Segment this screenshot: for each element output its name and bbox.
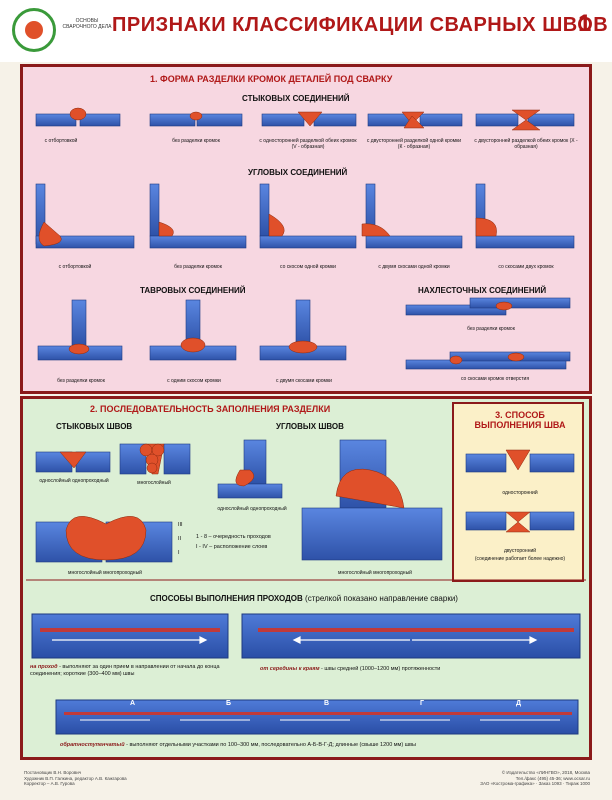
corner-caption: со скосом одной кромки	[280, 264, 336, 270]
corner-caption: со скосами двух кромок	[498, 264, 554, 270]
method-2: от середины к краям - швы средней (1000–…	[260, 666, 441, 672]
butt-joint-x	[475, 113, 575, 127]
pass-bars	[31, 613, 581, 735]
corner-joint-4	[365, 183, 463, 249]
corner-caption: без разделки кромок	[174, 264, 222, 270]
section-2-title: 2. ПОСЛЕДОВАТЕЛЬНОСТЬ ЗАПОЛНЕНИЯ РАЗДЕЛК…	[90, 404, 331, 414]
two-sided-caption: двусторонний	[503, 548, 537, 554]
s3-plates	[465, 453, 575, 531]
tee-heading: ТАВРОВЫХ СОЕДИНЕНИЙ	[140, 286, 246, 295]
section-3-title: 3. СПОСОБ ВЫПОЛНЕНИЯ ШВА	[474, 410, 566, 430]
section-label-d: Д	[516, 700, 521, 707]
logo-icon	[12, 8, 56, 52]
section-label-a: А	[130, 700, 136, 707]
tee-caption: с одним скосом кромки	[167, 378, 221, 384]
butt-caption: с отбортовкой	[44, 138, 78, 144]
multi-layer-beads	[139, 443, 165, 474]
section-3-panel	[452, 402, 584, 582]
butt-heading: СТЫКОВЫХ СОЕДИНЕНИЙ	[242, 94, 350, 103]
page-title: ПРИЗНАКИ КЛАССИФИКАЦИИ СВАРНЫХ ШВОВ	[112, 14, 609, 36]
corner-caption: с двумя скосами одной кромки	[378, 264, 450, 270]
s2-butt-heading: СТЫКОВЫХ ШВОВ	[56, 422, 133, 431]
lap-heading: НАХЛЕСТОЧНЫХ СОЕДИНЕНИЙ	[418, 286, 547, 295]
layer-label: III	[178, 522, 183, 528]
corner-joint-3	[259, 183, 357, 249]
legend-key: 1 - 8 – очередность проходов	[196, 534, 271, 540]
method-3: обратноступенчатый - выполняют отдельным…	[60, 742, 416, 748]
layer-label: I	[178, 550, 180, 556]
two-sided-note: (соединение работает более надежно)	[474, 556, 566, 562]
method-1: на проход - выполняют за один прием в на…	[30, 664, 220, 677]
s2-caption: многослойный многопроходный	[338, 570, 412, 576]
section-label-b: Б	[226, 700, 232, 707]
s2-caption: однослойный однопроходный	[217, 506, 287, 512]
corner-joint-2	[149, 183, 247, 249]
section-label-g: Г	[420, 700, 424, 707]
lap-caption: со скосами кромок отверстия	[460, 376, 530, 382]
direction-arrows	[52, 636, 538, 644]
weld-beads	[38, 107, 541, 561]
header	[0, 0, 612, 62]
corner-caption: с отбортовкой	[58, 264, 92, 270]
section-1-title: 1. ФОРМА РАЗДЕЛКИ КРОМОК ДЕТАЛЕЙ ПОД СВА…	[150, 74, 393, 84]
s2-caption: однослойный однопроходный	[39, 478, 109, 484]
corner-joint-5	[475, 183, 575, 249]
layer-label: II	[178, 536, 182, 542]
butt-joint-k	[367, 113, 463, 127]
lap-joint-2	[405, 351, 571, 370]
tee-caption: без разделки кромок	[57, 378, 105, 384]
section-label-v: В	[324, 700, 330, 707]
lap-caption: без разделки кромок	[467, 326, 515, 332]
butt-joint-v	[261, 113, 357, 127]
s2-corner-heading: УГЛОВЫХ ШВОВ	[276, 422, 344, 431]
s2-caption: многослойный многопроходный	[68, 570, 142, 576]
s2-corner-single	[217, 439, 283, 499]
tee-caption: с двумя скосами кромки	[276, 378, 332, 384]
poster-number: 1	[578, 10, 592, 37]
butt-caption: с двусторонней разделкой обеих кромок (Х…	[474, 138, 578, 150]
tee-joint-2	[149, 299, 237, 361]
s2-caption: многослойный	[137, 480, 171, 486]
poster-subtitle: ОСНОВЫ СВАРОЧНОГО ДЕЛА	[62, 18, 112, 30]
butt-joint-plain	[149, 113, 243, 127]
butt-caption: с двусторонней разделкой одной кромки (К…	[366, 138, 462, 150]
butt-caption: без разделки кромок	[172, 138, 220, 144]
lap-joint-1	[405, 297, 571, 316]
butt-caption: с односторонней разделкой обеих кромок (…	[259, 138, 357, 150]
butt-joint-flanged	[35, 113, 121, 127]
legend-key: I - IV – расположение слоев	[196, 544, 268, 550]
corner-heading: УГЛОВЫХ СОЕДИНЕНИЙ	[248, 168, 348, 177]
one-sided-caption: односторонний	[502, 490, 538, 496]
passes-heading: СПОСОБЫ ВЫПОЛНЕНИЯ ПРОХОДОВ (стрелкой по…	[150, 594, 458, 603]
